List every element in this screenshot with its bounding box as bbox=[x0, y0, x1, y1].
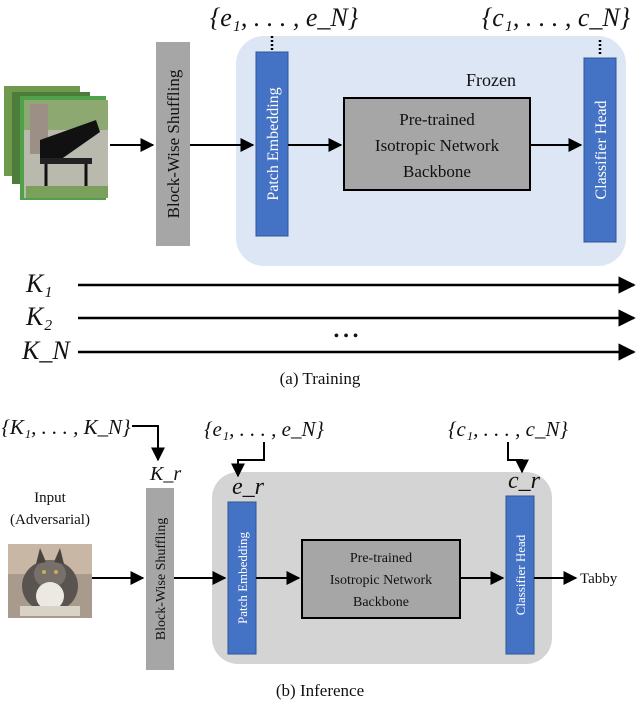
inference-classifiers-set: {c₁, . . . , c_N} bbox=[448, 417, 568, 441]
training-patch-label: Patch Embedding bbox=[265, 87, 282, 200]
training-shuffle-block bbox=[156, 42, 190, 246]
frozen-label: Frozen bbox=[466, 70, 516, 90]
inference-caption: (b) Inference bbox=[276, 681, 364, 700]
key-label-2: K₂ bbox=[25, 302, 52, 331]
key-label-1: K₁ bbox=[25, 269, 52, 298]
training-classifiers-set: {c₁, . . . , c_N} bbox=[482, 3, 631, 32]
inference-head-label: Classifier Head bbox=[513, 534, 528, 615]
inference-patch-label: Patch Embedding bbox=[235, 531, 250, 624]
input-label-2: (Adversarial) bbox=[10, 512, 90, 528]
training-backbone bbox=[343, 97, 531, 191]
selected-classifier: c_r bbox=[508, 468, 541, 494]
training-head-label: Classifier Head bbox=[593, 100, 610, 199]
training-classifier-head bbox=[583, 57, 617, 243]
training-shuffle-label: Block-Wise Shuffling bbox=[164, 69, 183, 218]
inference-backbone-line-1: Pre-trained bbox=[350, 551, 412, 566]
input-label-1: Input bbox=[34, 490, 66, 506]
inference-keys-set: {K₁, . . . , K_N} bbox=[1, 415, 131, 439]
inference-embeddings-set: {e₁, . . . , e_N} bbox=[204, 417, 324, 441]
key-ellipsis: • • • bbox=[334, 328, 359, 345]
input-image bbox=[8, 544, 92, 618]
training-patch-embedding bbox=[255, 51, 289, 237]
inference-shuffle-label: Block-Wise Shuffling bbox=[154, 518, 169, 640]
selected-embedding: e_r bbox=[232, 474, 265, 500]
inference-section: {K₁, . . . , K_N} {e₁, . . . , e_N} {c₁,… bbox=[1, 415, 617, 700]
training-images bbox=[4, 86, 108, 200]
inference-backbone bbox=[301, 539, 461, 619]
key-label-n: K_N bbox=[21, 336, 71, 365]
training-section: {e₁, . . . , e_N} {c₁, . . . , c_N} Froz… bbox=[4, 3, 636, 388]
training-backbone-line-1: Pre-trained bbox=[399, 110, 475, 129]
inference-shuffle-block bbox=[146, 488, 174, 670]
training-embeddings-set: {e₁, . . . , e_N} bbox=[210, 3, 359, 32]
selected-key: K_r bbox=[149, 463, 181, 485]
training-caption: (a) Training bbox=[280, 369, 361, 388]
output-label: Tabby bbox=[580, 571, 618, 587]
inference-patch-embedding bbox=[227, 501, 257, 655]
inference-backbone-line-3: Backbone bbox=[353, 595, 409, 610]
training-backbone-line-3: Backbone bbox=[403, 162, 471, 181]
training-backbone-line-2: Isotropic Network bbox=[375, 136, 500, 155]
inference-classifier-head bbox=[505, 495, 535, 655]
inference-backbone-line-2: Isotropic Network bbox=[330, 573, 432, 588]
